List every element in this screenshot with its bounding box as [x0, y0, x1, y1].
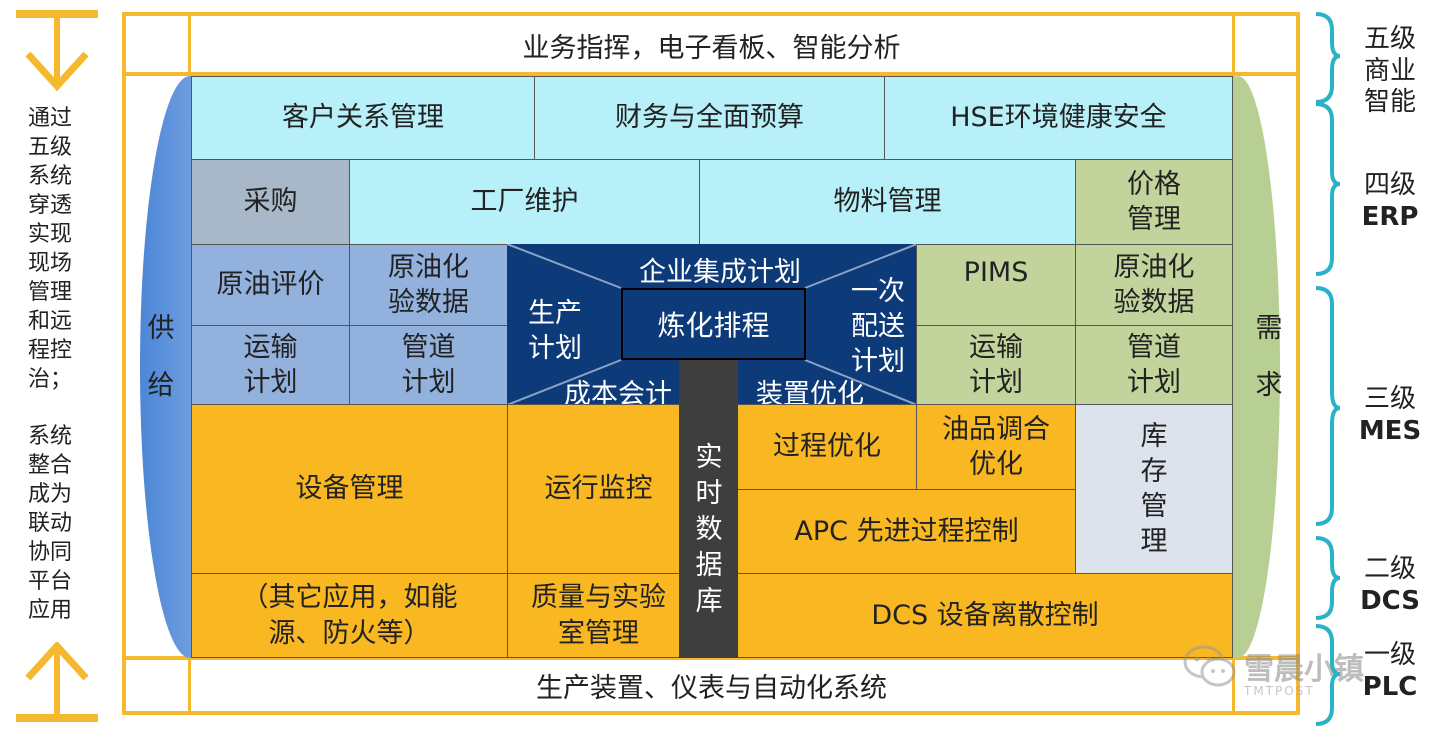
level-1-label: 一级 PLC: [1346, 640, 1434, 703]
level-2-name: 二级: [1363, 554, 1416, 584]
dcs-cell: DCS 设备离散控制: [737, 573, 1233, 658]
down-arrow-icon: [14, 8, 100, 92]
transport-left-cell: 运输计划: [191, 325, 350, 405]
watermark-sub: TMTPOST: [1244, 684, 1315, 698]
level-5-label: 五级 商业智能: [1346, 24, 1434, 119]
blending-cell: 油品调合优化: [916, 404, 1076, 490]
scheduling-cell: 炼化排程: [621, 288, 806, 360]
watermark-text: 雪晨小镇: [1244, 652, 1364, 687]
bottom-bar: 生产装置、仪表与自动化系统: [536, 673, 887, 704]
pipeline-left-cell: 管道计划: [349, 325, 508, 405]
process-opt-cell: 过程优化: [737, 404, 917, 490]
pipeline-right-cell: 管道计划: [1075, 325, 1233, 405]
outer-frame: [122, 12, 1300, 715]
level-2-sub: DCS: [1360, 585, 1420, 616]
finance-cell: 财务与全面预算: [534, 76, 885, 160]
crude-assay-right-cell: 原油化验数据: [1075, 244, 1233, 326]
equipment-cell: 设备管理: [191, 404, 508, 574]
primary-dispatch-label: 一次配送计划: [851, 276, 905, 378]
bottom-bar-divider: [124, 656, 1298, 660]
supply-label: 供给: [142, 313, 174, 427]
level-4-label: 四级 ERP: [1346, 170, 1434, 233]
pims-cell: PIMS: [916, 244, 1076, 326]
wechat-icon: [1183, 645, 1236, 687]
level-2-label: 二级 DCS: [1346, 554, 1434, 617]
hse-cell: HSE环境健康安全: [884, 76, 1233, 160]
left-note-1: 通过五级系统穿透实现现场管理和远程控治；: [27, 106, 72, 392]
realtime-db-label: 实时数据库: [695, 442, 723, 617]
up-arrow-icon: [14, 640, 100, 724]
maintenance-cell: 工厂维护: [349, 159, 700, 245]
left-note-2: 系统整合成为联动协同平台应用: [27, 424, 72, 623]
crude-eval-cell: 原油评价: [191, 244, 350, 326]
other-apps-cell: （其它应用，如能源、防火等）: [191, 573, 508, 658]
top-bar-divider: [124, 72, 1298, 76]
top-bar: 业务指挥，电子看板、智能分析: [522, 32, 901, 64]
enterprise-plan-label: 企业集成计划: [639, 257, 801, 288]
demand-label: 需求: [1250, 313, 1282, 427]
level-4-sub: ERP: [1361, 201, 1419, 232]
transport-right-cell: 运输计划: [916, 325, 1076, 405]
level-4-name: 四级: [1363, 170, 1416, 200]
material-cell: 物料管理: [699, 159, 1076, 245]
pricing-cell: 价格管理: [1075, 159, 1233, 245]
level-5-name: 五级: [1363, 24, 1416, 54]
purchase-cell: 采购: [191, 159, 350, 245]
level-3-sub: MES: [1358, 415, 1422, 446]
level-5-sub: 商业智能: [1363, 55, 1416, 118]
level-brackets: [1302, 12, 1342, 728]
production-plan-label: 生产计划: [528, 298, 582, 365]
level-1-name: 一级: [1363, 640, 1416, 670]
inventory-cell: 库存管理: [1075, 404, 1233, 574]
quality-lab-cell: 质量与实验室管理: [507, 573, 690, 658]
apc-cell: APC 先进过程控制: [737, 489, 1076, 574]
level-1-sub: PLC: [1362, 671, 1418, 702]
level-3-label: 三级 MES: [1346, 384, 1434, 447]
monitoring-cell: 运行监控: [507, 404, 690, 574]
watermark: 雪晨小镇 TMTPOST: [1182, 638, 1372, 708]
level-3-name: 三级: [1363, 384, 1416, 414]
crm-cell: 客户关系管理: [191, 76, 535, 160]
realtime-db-column: [679, 360, 738, 658]
crude-assay-left-cell: 原油化验数据: [349, 244, 508, 326]
